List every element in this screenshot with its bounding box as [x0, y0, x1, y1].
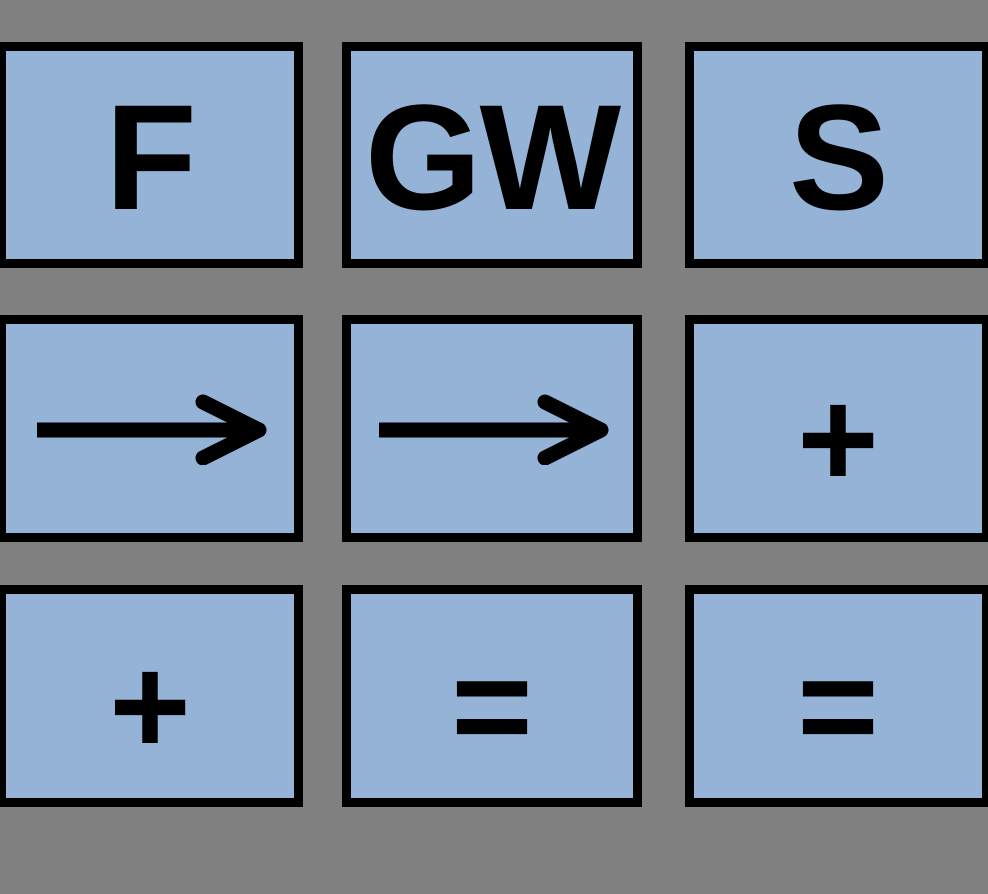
- box-s: S: [685, 42, 988, 268]
- box-gw-label: GW: [364, 73, 621, 241]
- equals-icon: =: [797, 627, 879, 784]
- box-plus-2: +: [0, 585, 303, 807]
- box-plus-1: +: [685, 315, 988, 542]
- arrow-right-icon: [31, 393, 269, 465]
- box-arrow-2: [342, 315, 642, 542]
- box-equals-2: =: [685, 585, 988, 807]
- box-f: F: [0, 42, 303, 268]
- box-arrow-1: [0, 315, 303, 542]
- plus-icon: +: [797, 359, 879, 517]
- box-s-label: S: [788, 73, 889, 241]
- equals-icon: =: [451, 627, 533, 784]
- box-f-label: F: [105, 73, 197, 241]
- arrow-right-icon: [373, 393, 611, 465]
- plus-icon: +: [109, 627, 191, 784]
- box-gw: GW: [342, 42, 642, 268]
- box-equals-1: =: [342, 585, 642, 807]
